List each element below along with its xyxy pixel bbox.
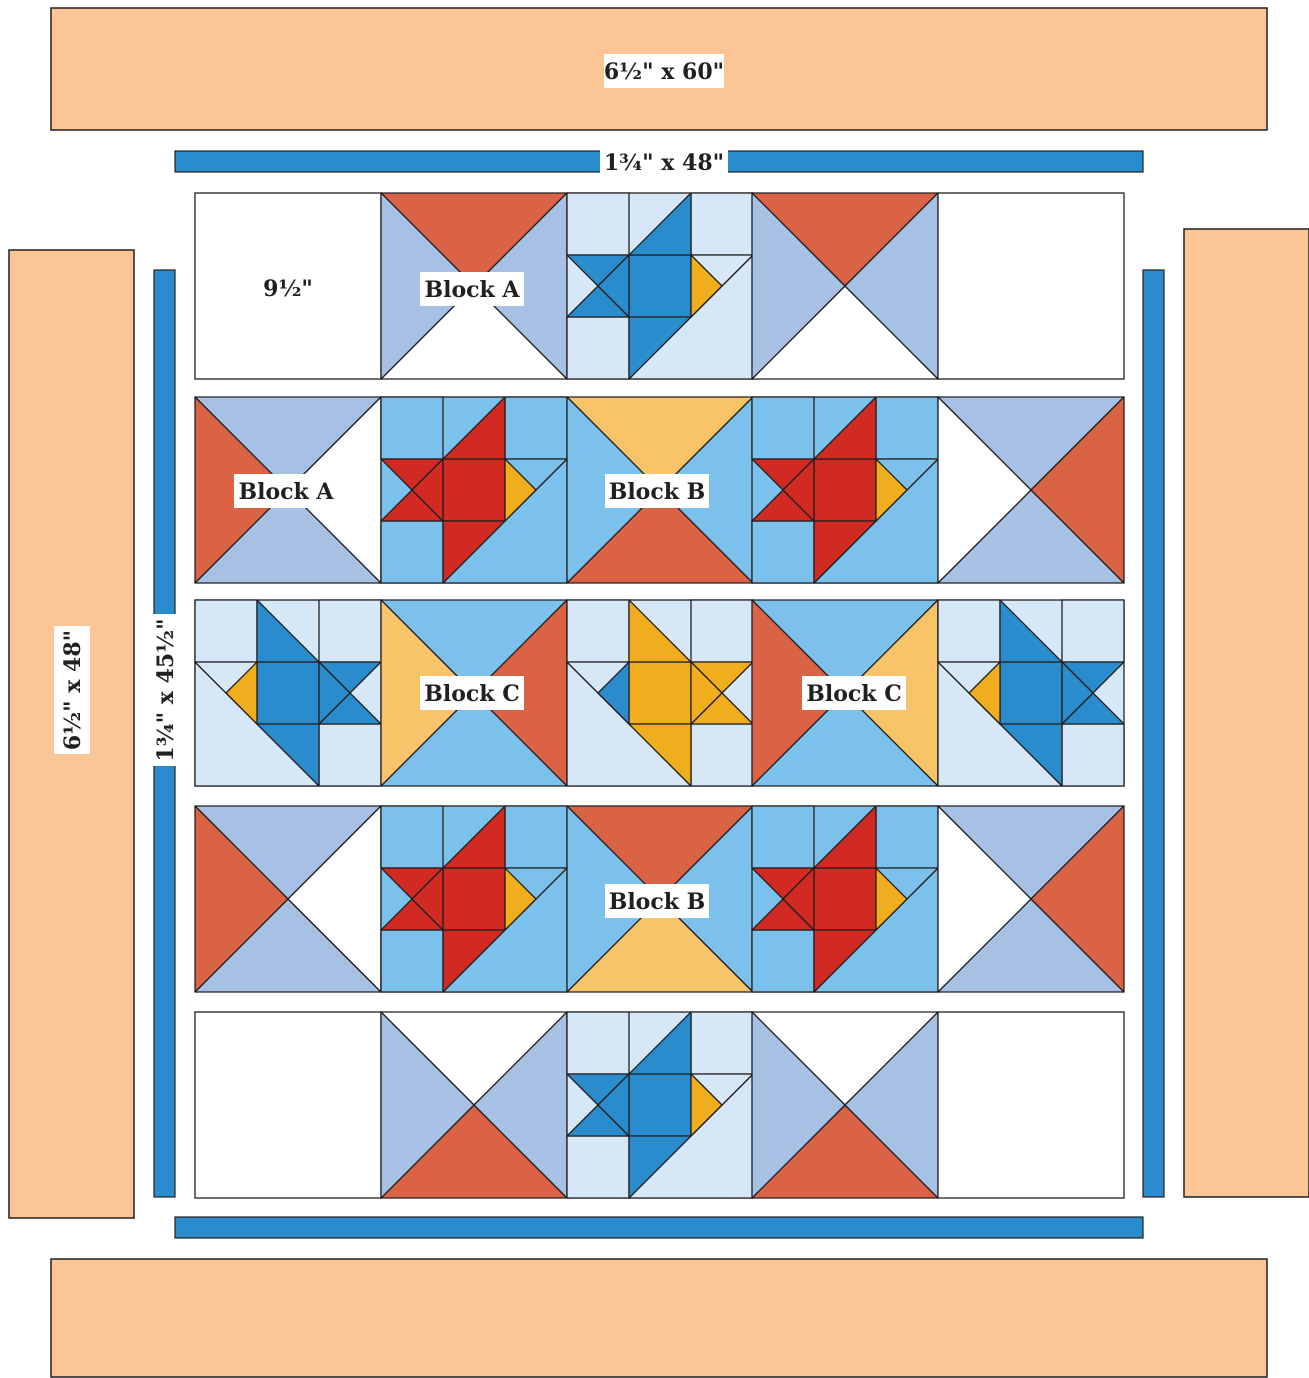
block-a-r5c4 bbox=[752, 1012, 938, 1198]
right-outer-border bbox=[1184, 229, 1309, 1197]
fish-block-r2c4 bbox=[752, 397, 938, 583]
right-inner-border bbox=[1143, 270, 1164, 1197]
inner-border-label: 1¾" x 48" bbox=[604, 150, 724, 176]
bg-square-1 bbox=[505, 806, 567, 868]
bg-square-2 bbox=[381, 397, 443, 459]
bg-square-2 bbox=[752, 806, 814, 868]
plain-block-r5c5 bbox=[938, 1012, 1124, 1198]
bg-square-2 bbox=[1062, 600, 1124, 662]
bottom-outer-border bbox=[51, 1259, 1267, 1377]
bg-square-1 bbox=[567, 600, 629, 662]
bg-square-2 bbox=[691, 600, 753, 662]
block-a-label-2: Block A bbox=[239, 479, 335, 505]
bg-square-3 bbox=[381, 930, 443, 992]
block-a-r5c2 bbox=[381, 1012, 567, 1198]
plain-block-r1c5 bbox=[938, 193, 1124, 379]
fish-block-r2c2 bbox=[381, 397, 567, 583]
bg-square-1 bbox=[876, 806, 938, 868]
plain-square bbox=[938, 1012, 1124, 1198]
fish-block-r1c3 bbox=[567, 193, 753, 379]
block-c-label-1: Block C bbox=[424, 681, 519, 707]
bg-square-2 bbox=[567, 193, 629, 255]
fish-body-center bbox=[629, 662, 691, 724]
block-a-r4c5 bbox=[938, 806, 1124, 992]
bg-square-2 bbox=[752, 397, 814, 459]
bg-square-2 bbox=[381, 806, 443, 868]
bg-square-1 bbox=[938, 600, 1000, 662]
block-a-r2c5 bbox=[938, 397, 1124, 583]
bg-square-3 bbox=[567, 1136, 629, 1198]
block-b-label-1: Block B bbox=[609, 479, 706, 505]
bg-square-1 bbox=[691, 1012, 753, 1074]
bg-square-3 bbox=[1062, 724, 1124, 786]
fish-body-center bbox=[629, 255, 691, 317]
bg-square-1 bbox=[691, 193, 753, 255]
fish-block-r3c1 bbox=[195, 600, 381, 786]
block-size-label: 9½" bbox=[263, 276, 313, 302]
bg-square-1 bbox=[876, 397, 938, 459]
block-b-label-2: Block B bbox=[609, 889, 706, 915]
bg-square-3 bbox=[752, 521, 814, 583]
bg-square-3 bbox=[381, 521, 443, 583]
bottom-inner-border bbox=[175, 1217, 1143, 1238]
fish-body-center bbox=[814, 459, 876, 521]
block-a-label-1: Block A bbox=[425, 277, 521, 303]
fish-block-r3c3 bbox=[567, 600, 753, 786]
block-a-r1c4 bbox=[752, 193, 938, 379]
quilt-blocks bbox=[195, 193, 1124, 1198]
plain-block-r5c1 bbox=[195, 1012, 381, 1198]
block-a-r4c1 bbox=[195, 806, 381, 992]
left-border-label: 6½" x 48" bbox=[60, 630, 86, 750]
fish-block-r4c4 bbox=[752, 806, 938, 992]
fish-body-center bbox=[814, 868, 876, 930]
left-inner-border-label: 1¾" x 45½" bbox=[153, 618, 179, 761]
fish-body-center bbox=[443, 459, 505, 521]
plain-square bbox=[938, 193, 1124, 379]
bg-square-1 bbox=[505, 397, 567, 459]
fish-body-center bbox=[443, 868, 505, 930]
fish-body-center bbox=[257, 662, 319, 724]
block-c-label-2: Block C bbox=[806, 681, 901, 707]
bg-square-1 bbox=[195, 600, 257, 662]
bg-square-3 bbox=[319, 724, 381, 786]
bg-square-2 bbox=[319, 600, 381, 662]
fish-body-center bbox=[629, 1074, 691, 1136]
bg-square-3 bbox=[752, 930, 814, 992]
plain-square bbox=[195, 1012, 381, 1198]
top-border-label: 6½" x 60" bbox=[604, 59, 724, 85]
fish-block-r3c5 bbox=[938, 600, 1124, 786]
fish-block-r5c3 bbox=[567, 1012, 753, 1198]
bg-square-3 bbox=[567, 317, 629, 379]
bg-square-2 bbox=[567, 1012, 629, 1074]
bg-square-3 bbox=[691, 724, 753, 786]
fish-block-r4c2 bbox=[381, 806, 567, 992]
fish-body-center bbox=[1000, 662, 1062, 724]
